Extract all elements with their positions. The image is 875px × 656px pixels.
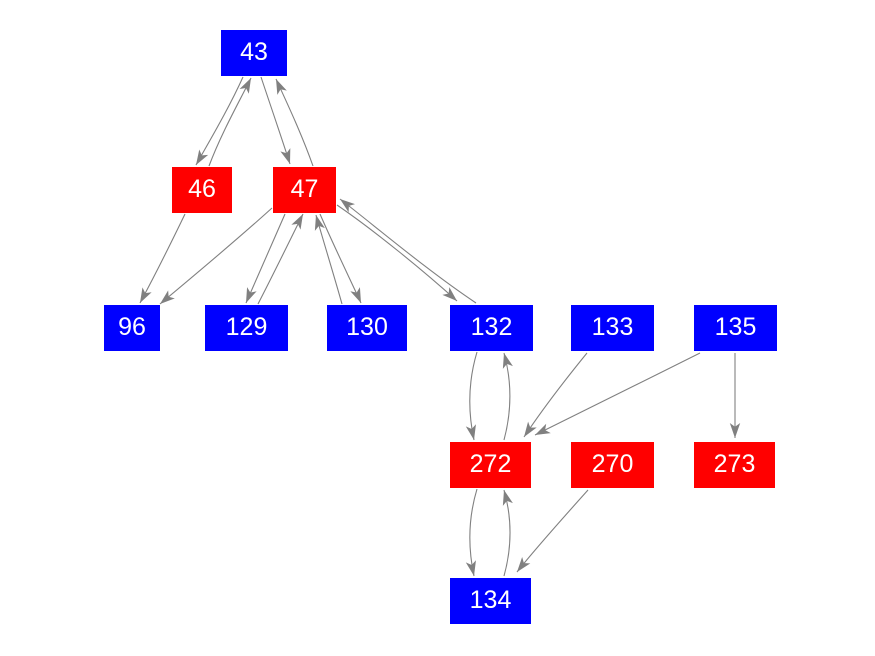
- graph-node-label: 273: [713, 449, 756, 478]
- graph-node-label: 129: [225, 312, 268, 341]
- graph-edge: [729, 353, 741, 438]
- graph-edge: [523, 352, 588, 438]
- edge-arrowhead: [350, 287, 361, 303]
- edge-arrowhead: [340, 199, 356, 213]
- edge-arrowhead: [276, 79, 287, 95]
- graph-node-273[interactable]: 273: [694, 442, 775, 488]
- graph-edge: [339, 198, 477, 304]
- graph-node-46[interactable]: 46: [172, 167, 232, 213]
- graph-node-96[interactable]: 96: [104, 305, 160, 351]
- graph-edge: [195, 76, 244, 166]
- graph-edge: [208, 77, 252, 167]
- edge-arrowhead: [246, 287, 257, 303]
- graph-edge: [465, 351, 478, 441]
- graph-edge: [534, 352, 701, 436]
- graph-edge: [159, 207, 273, 305]
- edge-arrowhead: [280, 148, 291, 164]
- graph-edge: [336, 204, 458, 302]
- edge-arrowhead: [465, 560, 476, 576]
- graph-edge: [502, 489, 513, 577]
- graph-node-label: 132: [470, 312, 513, 341]
- graph-node-label: 96: [118, 312, 146, 341]
- edge-arrowhead: [502, 353, 513, 369]
- graph-node-134[interactable]: 134: [450, 578, 531, 624]
- edge-arrowhead: [465, 424, 476, 440]
- graph-node-label: 134: [469, 585, 512, 614]
- graph-node-label: 133: [591, 312, 634, 341]
- edge-arrowhead: [291, 214, 303, 230]
- edge-arrowhead: [140, 287, 152, 303]
- edge-arrowhead: [524, 421, 537, 437]
- graph-edge: [314, 214, 343, 305]
- graph-node-135[interactable]: 135: [694, 305, 777, 351]
- graph-node-270[interactable]: 270: [571, 442, 654, 488]
- edge-arrowhead: [729, 423, 741, 438]
- graph-node-132[interactable]: 132: [450, 305, 533, 351]
- edge-arrowhead: [517, 556, 531, 572]
- graph-edge: [275, 78, 314, 167]
- graph-edge: [465, 488, 478, 577]
- graph-node-label: 47: [290, 174, 319, 203]
- graph-node-label: 270: [591, 449, 634, 478]
- graph-edge: [502, 352, 513, 441]
- graph-node-272[interactable]: 272: [450, 442, 531, 488]
- graph-edge: [139, 213, 186, 304]
- graph-node-label: 46: [188, 174, 216, 203]
- graph-node-label: 135: [714, 312, 757, 341]
- graph-edge: [245, 213, 286, 304]
- graph-edge: [516, 489, 589, 573]
- graph-node-label: 130: [346, 312, 388, 341]
- edge-arrowhead: [502, 490, 513, 506]
- graph-edge: [257, 213, 304, 305]
- graph-node-130[interactable]: 130: [327, 305, 407, 351]
- graph-node-47[interactable]: 47: [273, 167, 336, 213]
- edge-arrowhead: [239, 78, 251, 94]
- graph-node-label: 43: [240, 37, 268, 66]
- graph-node-43[interactable]: 43: [221, 30, 287, 76]
- graph-node-129[interactable]: 129: [205, 305, 288, 351]
- edge-arrowhead: [314, 215, 325, 231]
- graph-edge: [260, 76, 291, 165]
- edge-arrowhead: [535, 423, 551, 435]
- graph-node-133[interactable]: 133: [571, 305, 654, 351]
- edge-arrowhead: [196, 149, 209, 165]
- graph-edge: [319, 213, 362, 304]
- graph-node-label: 272: [469, 449, 512, 478]
- edge-arrowhead: [160, 290, 175, 304]
- edge-arrowhead: [442, 287, 457, 301]
